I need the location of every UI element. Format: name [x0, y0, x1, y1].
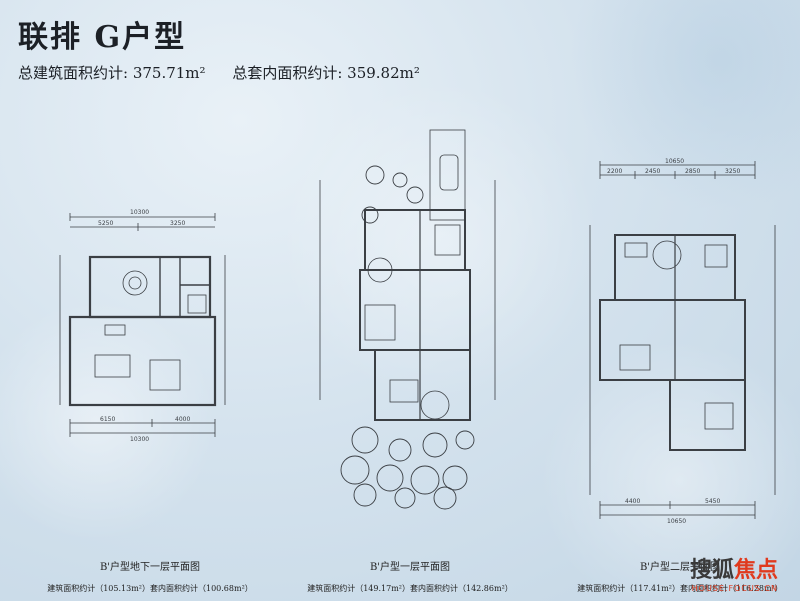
dim-bottom-a: 6150: [100, 416, 115, 423]
total-building-area: 总建筑面积约计: 375.71m²: [18, 64, 206, 82]
dim-bottom-a: 4400: [625, 498, 640, 505]
dim-top-a: 5250: [98, 220, 113, 227]
plan-area: 建筑面积约计（117.41m²）套内面积约计（116.28m²）: [577, 584, 783, 593]
dim-top-b: 3250: [170, 220, 185, 227]
dim-top-c: 2850: [685, 168, 700, 175]
total-interior-area: 总套内面积约计: 359.82m²: [232, 64, 420, 82]
plan-name: B'户型一层平面图: [369, 562, 451, 573]
dim-top-total: 10650: [665, 158, 684, 165]
dim-bottom-total: 10300: [130, 436, 149, 443]
plan-area: 建筑面积约计（105.13m²）套内面积约计（100.68m²）: [47, 584, 253, 593]
second-floor-plan: 10650 2200 2450 2850 3250 4400 5450 1065…: [585, 155, 785, 525]
watermark-brand-a: 搜狐: [689, 558, 734, 583]
watermark-brand-b: 焦点: [733, 558, 778, 583]
dim-bottom-b: 4000: [175, 416, 190, 423]
area-summary: 总建筑面积约计: 375.71m² 总套内面积约计: 359.82m²: [18, 62, 442, 83]
watermark-logo: 搜狐焦点 HOUSE.FOCUS.CN: [690, 552, 778, 593]
plan-area: 建筑面积约计（149.17m²）套内面积约计（142.86m²）: [307, 584, 513, 593]
dim-top-total: 10300: [130, 209, 149, 216]
page-title: 联排 G户型: [18, 20, 187, 55]
basement-caption: B'户型地下一层平面图 建筑面积约计（105.13m²）套内面积约计（100.6…: [40, 558, 260, 594]
ground-floor-caption: B'户型一层平面图 建筑面积约计（149.17m²）套内面积约计（142.86m…: [300, 558, 520, 594]
plan-name: B'户型地下一层平面图: [99, 562, 201, 573]
dim-top-b: 2450: [645, 168, 660, 175]
second-floor-caption: B'户型二层平面图 建筑面积约计（117.41m²）套内面积约计（116.28m…: [570, 558, 790, 594]
ground-floor-plan: [305, 100, 505, 550]
plan-name: B'户型二层平面图: [639, 562, 721, 573]
dim-top-a: 2200: [607, 168, 622, 175]
watermark-url: HOUSE.FOCUS.CN: [691, 584, 778, 593]
dim-bottom-b: 5450: [705, 498, 720, 505]
basement-floor-plan: 10300 5250 3250 6150 4000 10300: [50, 195, 240, 445]
dim-bottom-total: 10650: [667, 518, 686, 525]
dim-top-d: 3250: [725, 168, 740, 175]
